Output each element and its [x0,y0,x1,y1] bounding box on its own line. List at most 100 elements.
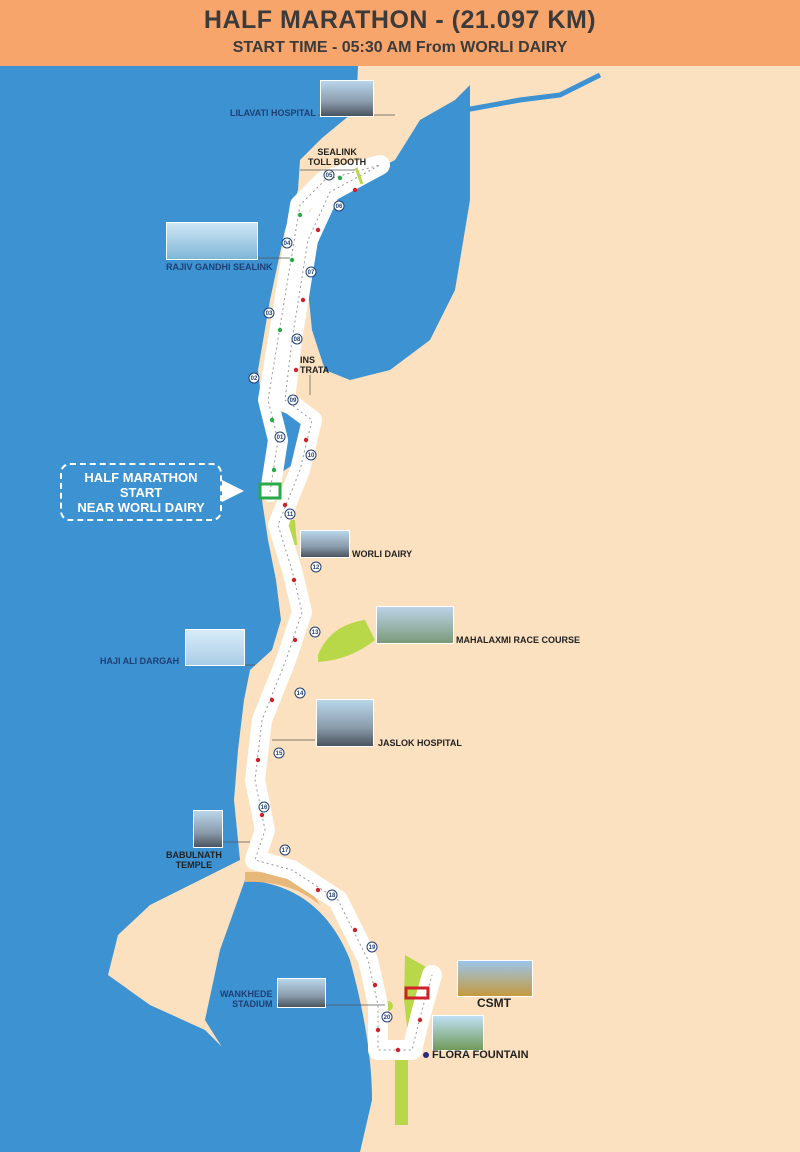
km-marker-label: 18 [329,893,336,899]
outbound-arrow-icon [289,257,295,263]
return-arrow-icon [315,227,321,233]
label-mahalaxmi: MAHALAXMI RACE COURSE [456,635,581,645]
label-wank-line1: WANKHEDE [220,989,273,999]
km-marker-circle [263,307,275,319]
outbound-arrow-icon [271,467,277,473]
back-bay [205,880,372,1152]
km-marker-label: 06 [336,204,343,210]
km-marker-label: 07 [308,270,315,276]
return-arrow-icon [372,982,378,988]
label-flora-fountain: FLORA FOUNTAIN [432,1049,529,1061]
km-marker-label: 16 [261,805,268,811]
label-ins-line1: INS [300,355,316,365]
flora-fountain-dot [423,1052,429,1058]
arabian-sea [0,66,358,1152]
mahalaxmi-race-course [318,620,375,662]
return-arrow-icon [352,927,358,933]
km-marker-circle [310,561,322,573]
km-marker-circle [248,372,260,384]
outbound-arrow-icon [269,417,275,423]
km-marker-circle [281,237,293,249]
km-marker-circle [279,844,291,856]
flora-fountain-photo [432,1015,484,1051]
label-babul-line1: BABULNATH [166,850,222,860]
km-marker-label: 14 [297,691,304,697]
wankhede-photo [277,978,326,1008]
return-arrow-icon [291,577,297,583]
km-marker-label: 19 [369,945,376,951]
return-arrow-icon [255,757,261,763]
header: HALF MARATHON - (21.097 KM) START TIME -… [0,0,800,66]
label-wank-line2: STADIUM [232,999,273,1009]
page-title: HALF MARATHON - (21.097 KM) [203,6,597,34]
km-marker-label: 01 [277,435,284,441]
page-subtitle: START TIME - 05:30 AM From WORLI DAIRY [232,39,568,56]
sealink-photo [166,222,258,260]
km-marker-label: 20 [384,1015,391,1021]
return-arrow-icon [375,1027,381,1033]
finish-gate [404,986,430,1000]
return-arrow-icon [259,812,265,818]
km-marker-circle [274,431,286,443]
return-arrow-icon [315,887,321,893]
start-line2: START [119,485,163,500]
km-marker-label: 03 [266,311,273,317]
km-marker-label: 04 [284,241,291,247]
csmt-photo [457,960,533,997]
km-marker-circle [291,333,303,345]
label-jaslok: JASLOK HOSPITAL [378,738,462,748]
chowpatty-beach [245,871,320,905]
km-marker-circle [273,747,285,759]
start-arrow-icon [222,480,244,502]
toll-booth-line [354,167,364,185]
km-marker-label: 13 [312,630,319,636]
km-marker-label: 15 [276,751,283,757]
label-worli-dairy: WORLI DAIRY [352,549,413,559]
km-marker-circle [294,687,306,699]
direction-arrows [255,175,423,1053]
jaslok-photo [316,699,374,747]
label-haji-ali: HAJI ALI DARGAH [100,656,180,666]
km-marker-circle [305,449,317,461]
mahalaxmi-photo [376,606,454,644]
label-lilavati: LILAVATI HOSPITAL [230,108,316,118]
label-sealink: RAJIV GANDHI SEALINK [166,262,273,272]
return-arrow-icon [417,1017,423,1023]
return-arrow-icon [269,697,275,703]
haji-ali-photo [185,629,245,666]
outbound-arrow-icon [337,175,343,181]
km-marker-label: 10 [308,453,315,459]
km-marker-circle [326,889,338,901]
return-arrow-icon [352,187,358,193]
km-marker-circle [381,1011,393,1023]
label-ins-line2: TRATA [300,365,330,375]
return-arrow-icon [293,367,299,373]
return-arrow-icon [292,637,298,643]
worli-dairy-photo [300,530,350,558]
mithi-creek [464,72,602,113]
return-arrow-icon [395,1047,401,1053]
km-marker-label: 05 [326,173,333,179]
start-callout: HALF MARATHON START NEAR WORLI DAIRY [60,463,222,521]
km-marker-circle [366,941,378,953]
label-toll-line2: TOLL BOOTH [308,157,367,167]
mahim-bay [305,85,470,380]
km-marker-label: 09 [290,398,297,404]
km-marker-label: 17 [282,848,289,854]
km-marker-circle [258,801,270,813]
km-marker-label: 02 [251,376,258,382]
lilavati-photo [320,80,374,117]
km-marker-label: 12 [313,565,320,571]
label-toll-line1: SEALINK [317,147,357,157]
outbound-arrow-icon [277,327,283,333]
label-csmt: CSMT [477,996,511,1010]
km-marker-circle [287,394,299,406]
km-marker-circle [305,266,317,278]
oval-maidan [395,1060,408,1125]
